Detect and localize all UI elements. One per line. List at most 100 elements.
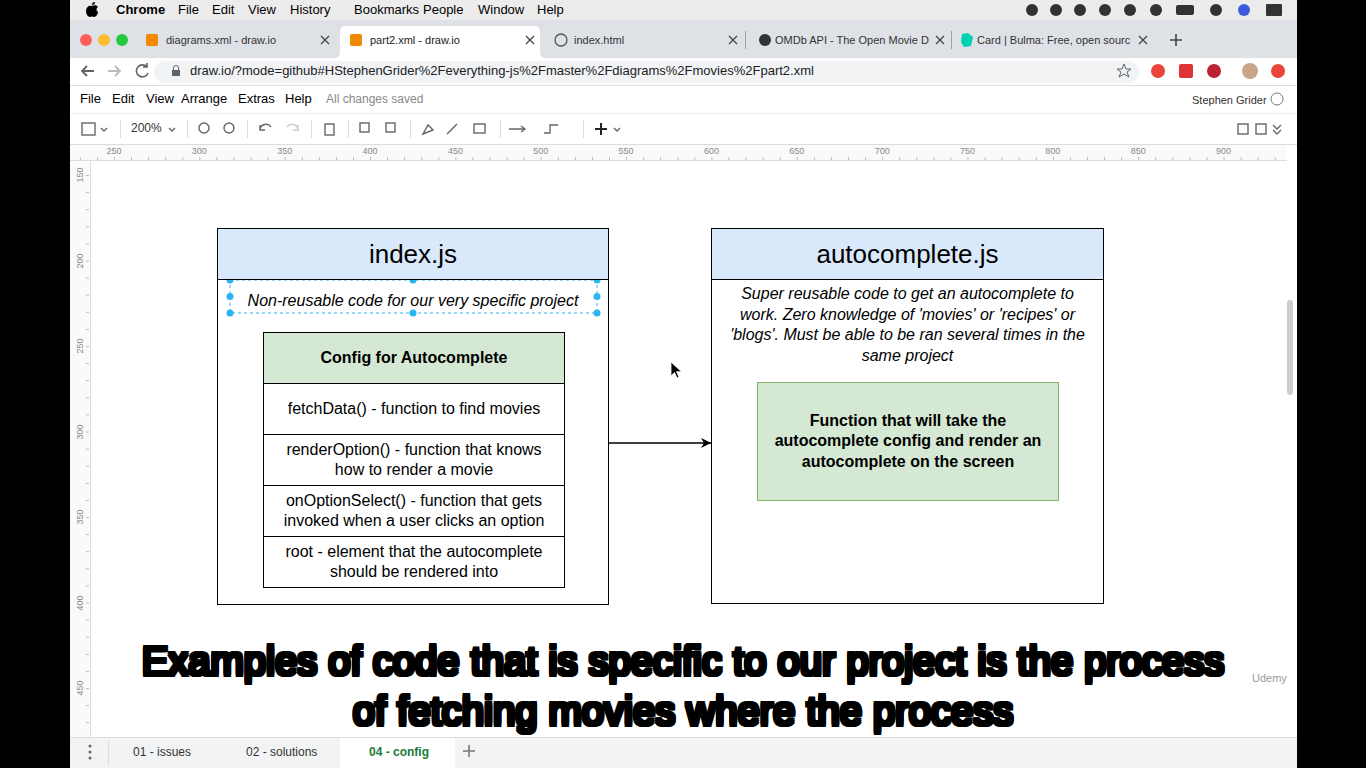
tab-favicon: [555, 34, 567, 46]
tab-favicon: [961, 33, 973, 47]
separator: [70, 737, 1297, 738]
line-color-icon: [447, 124, 457, 134]
status-icon: [1099, 4, 1111, 16]
list-item: onOptionSelect() - function that gets in…: [264, 486, 564, 537]
tab-title: diagrams.xml - draw.io: [166, 34, 276, 47]
menu-item: File: [178, 3, 199, 18]
toolbar-icon: [169, 128, 175, 131]
tab-favicon: [759, 34, 771, 46]
ruler-number: 200: [75, 253, 85, 268]
status-icon: [1266, 4, 1282, 16]
lock-icon: [172, 70, 180, 76]
page-tab-bar: [70, 737, 1297, 768]
tab-title: part2.xml - draw.io: [370, 34, 460, 47]
config-list: Config for Autocomplete fetchData() - fun…: [263, 332, 565, 588]
ruler-number: 850: [1131, 146, 1146, 156]
ruler-ticks: [70, 145, 1287, 160]
tab-strip: [70, 20, 1297, 58]
window-close-button: [80, 34, 92, 46]
ruler-number: 550: [619, 146, 634, 156]
box-text: Function that will take the autocomplete…: [772, 411, 1044, 473]
to-back-icon: [386, 123, 395, 132]
extension-icon: [1271, 64, 1285, 78]
item-text: onOptionSelect() - function that gets in…: [272, 491, 556, 531]
flow-arrow: [609, 442, 711, 444]
menu-item: Extras: [238, 92, 275, 107]
menu-dot: [89, 745, 92, 748]
app-menu: Chrome: [116, 3, 165, 18]
mouse-cursor: [671, 362, 682, 378]
file-panel: index.jsNon-reusable code for our very s…: [217, 228, 609, 605]
battery-icon: [1176, 5, 1194, 15]
menu-item: View: [248, 3, 276, 18]
menu-bar: [70, 0, 1297, 20]
fill-icon: [423, 125, 433, 134]
watermark: Udemy: [1252, 672, 1287, 685]
selection-handle: [594, 310, 601, 317]
reload-icon: [136, 63, 148, 77]
status-icon: [1210, 4, 1222, 16]
separator: [247, 120, 248, 138]
active-page-tab: [340, 738, 455, 768]
ruler-number: 400: [363, 146, 378, 156]
toolbar-separators: [121, 120, 584, 138]
menu-item: People: [423, 3, 463, 18]
ruler-number: 600: [704, 146, 719, 156]
selection-handle: [594, 293, 601, 300]
status-icon: [1050, 4, 1062, 16]
lock-icon: [174, 66, 179, 71]
tab-title: Card | Bulma: Free, open sourc: [977, 34, 1130, 47]
menu-item: Help: [537, 3, 564, 18]
item-text: fetchData() - function to find movies: [288, 399, 541, 419]
ruler-edge: [70, 160, 1287, 161]
new-tab-icon: [1170, 34, 1182, 46]
user-name: Stephen Grider: [1192, 94, 1267, 107]
ruler-number: 350: [75, 509, 85, 524]
selection-handle: [410, 310, 417, 317]
tab-separator: [951, 31, 952, 49]
ruler-number: 250: [106, 146, 121, 156]
menu-item: Edit: [212, 3, 234, 18]
menu-item: Edit: [112, 92, 134, 107]
list-header: Config for Autocomplete: [264, 333, 564, 384]
menu-item: Bookmarks: [354, 3, 419, 18]
undo-icon: [260, 124, 271, 130]
menu-item: Window: [478, 3, 524, 18]
separator: [108, 740, 109, 766]
shadow-icon: [474, 124, 485, 133]
ruler-number: 500: [533, 146, 548, 156]
ruler-number: 750: [960, 146, 975, 156]
ruler-number: 450: [75, 680, 85, 695]
scrollbar: [1287, 300, 1293, 395]
back-icon: [82, 66, 94, 76]
separator: [187, 120, 188, 138]
list-item: fetchData() - function to find movies: [264, 384, 564, 435]
item-text: renderOption() - function that knows how…: [272, 440, 556, 480]
menu-dot: [89, 757, 92, 760]
profile-avatar: [1242, 63, 1258, 79]
ruler-number: 700: [875, 146, 890, 156]
zoom-level: 200%: [131, 122, 162, 136]
page-tab: 01 - issues: [133, 746, 191, 760]
left-ruler: [70, 160, 90, 737]
app-window: [70, 0, 1297, 768]
tab-title: index.html: [574, 34, 624, 47]
zoom-in-icon: [199, 123, 209, 133]
top-ruler: [70, 145, 1287, 160]
insert-icon: [595, 123, 607, 135]
list-item: root - element that the autocomplete sho…: [264, 537, 564, 587]
active-tab: [334, 26, 546, 58]
delete-icon: [325, 124, 334, 135]
selection-handle: [227, 293, 234, 300]
separator: [410, 120, 411, 138]
window-zoom-button: [116, 34, 128, 46]
video-subtitle: Examples of code that is specific to our…: [133, 636, 1233, 736]
ruler-number: 800: [1045, 146, 1060, 156]
ruler-number: 650: [789, 146, 804, 156]
window-minimize-button: [98, 34, 110, 46]
toolbar-icon: [1256, 124, 1266, 134]
connection-icon: [509, 126, 525, 132]
tab-close-icon: [729, 36, 737, 44]
tab-close-icon: [321, 36, 329, 44]
